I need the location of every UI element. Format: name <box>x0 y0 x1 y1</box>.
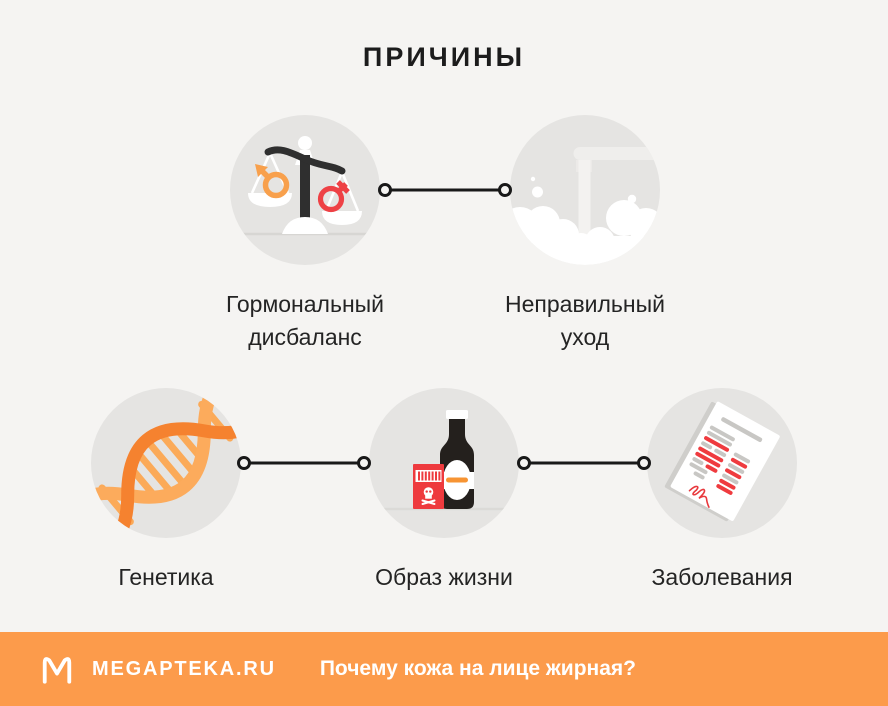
male-symbol-icon <box>255 164 290 199</box>
medical-document-icon <box>664 401 780 522</box>
connector-line <box>517 456 651 470</box>
faucet-foam-icon <box>510 147 660 265</box>
label-line: уход <box>560 324 610 350</box>
cause-label-genetics: Генетика <box>46 561 286 594</box>
cause-circle-diseases <box>647 388 797 538</box>
footer-bar: MEGAPTEKA.RU Почему кожа на лице жирная? <box>0 632 888 706</box>
connector-line <box>237 456 371 470</box>
label-line: Заболевания <box>651 564 793 590</box>
footer-question: Почему кожа на лице жирная? <box>319 657 636 680</box>
cause-circle-care <box>510 115 660 265</box>
page-title: ПРИЧИНЫ <box>362 42 526 72</box>
cause-label-care: Неправильный уход <box>465 288 705 354</box>
label-line: Генетика <box>118 564 214 590</box>
cause-label-lifestyle: Образ жизни <box>324 561 564 594</box>
cause-circle-hormonal <box>230 115 380 265</box>
footer-brand: MEGAPTEKA.RU <box>92 657 276 680</box>
dna-icon <box>91 388 241 538</box>
cigarette-pack-icon <box>413 464 444 509</box>
label-line: Образ жизни <box>375 564 513 590</box>
cause-label-diseases: Заболевания <box>602 561 842 594</box>
cause-label-hormonal: Гормональный дисбаланс <box>185 288 425 354</box>
cause-circle-lifestyle <box>369 388 519 538</box>
label-line: Неправильный <box>505 291 665 317</box>
connector-line <box>378 183 512 197</box>
cause-circle-genetics <box>91 388 241 538</box>
label-line: Гормональный <box>225 291 385 317</box>
female-symbol-icon <box>317 180 350 213</box>
beer-bottle-icon <box>440 410 474 509</box>
signature-squiggle <box>688 485 710 509</box>
label-line: дисбаланс <box>248 324 362 350</box>
bottle-cigarettes-icon <box>384 410 504 511</box>
skull-icon <box>421 487 436 505</box>
megapteka-m-icon <box>42 657 72 684</box>
scales-gender-icon <box>230 136 380 236</box>
